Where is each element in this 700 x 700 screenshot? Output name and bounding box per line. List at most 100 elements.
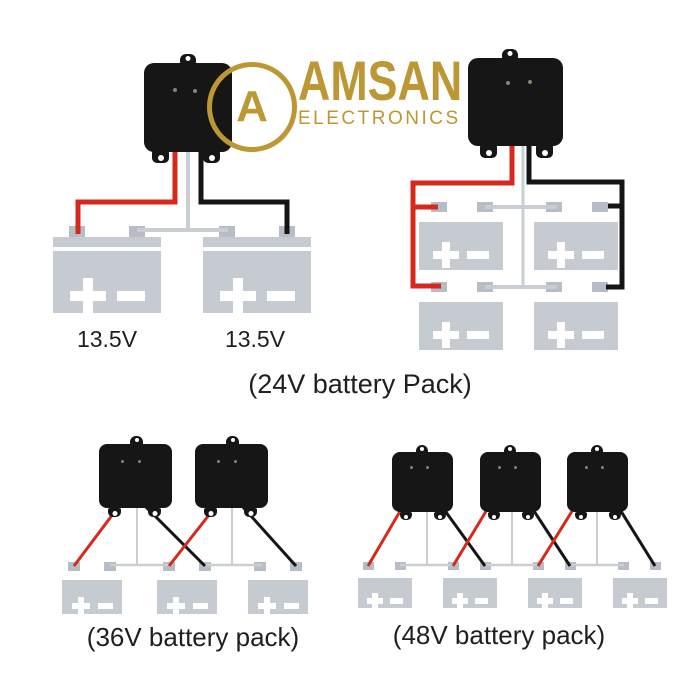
battery-body [248, 580, 308, 614]
led-indicator-icon [506, 81, 510, 85]
battery [534, 202, 618, 270]
screw-hole-icon [248, 511, 253, 516]
mount-foot-icon [536, 145, 553, 158]
screw-hole-icon [420, 447, 424, 451]
minus-symbol [467, 251, 489, 259]
red-wire [366, 507, 404, 567]
mount-tab-icon [591, 445, 603, 453]
mount-foot-icon [152, 151, 169, 163]
mount-foot-icon [244, 508, 257, 517]
screw-hole-icon [208, 155, 215, 161]
equalizer-device [392, 445, 453, 520]
screw-hole-icon [438, 515, 442, 519]
battery-terminal-negative [592, 282, 608, 292]
minus-symbol [390, 598, 403, 604]
black-wire [198, 150, 290, 234]
logo-ring-icon: A [207, 62, 297, 152]
mount-foot-icon [434, 512, 446, 520]
battery-body [443, 578, 497, 608]
battery [419, 282, 503, 350]
led-indicator-icon [138, 460, 141, 463]
mount-tab-icon [180, 54, 196, 64]
led-indicator-icon [585, 466, 588, 469]
screw-hole-icon [541, 150, 548, 156]
brand-name: AMSAN [298, 49, 463, 112]
led-indicator-icon [528, 80, 532, 84]
mount-foot-icon [400, 512, 412, 520]
equalizer-device [480, 445, 541, 520]
mount-foot-icon [108, 508, 121, 517]
mount-foot-icon [203, 151, 220, 163]
battery-cap-band [203, 237, 311, 247]
battery [157, 562, 217, 614]
pack-caption: (36V battery pack) [86, 622, 300, 652]
screw-hole-icon [112, 511, 117, 516]
battery-body [534, 302, 618, 350]
black-wire [526, 146, 625, 290]
battery-body [157, 580, 217, 614]
minus-symbol [117, 291, 145, 301]
battery-terminal-negative [290, 562, 302, 571]
minus-symbol [284, 603, 299, 609]
logo-letter: A [236, 82, 268, 131]
pack-caption: (24V battery Pack) [248, 369, 472, 399]
battery-terminal-positive [68, 562, 80, 571]
led-indicator-icon [173, 88, 177, 92]
battery [613, 562, 667, 608]
battery-body [613, 578, 667, 608]
screw-hole-icon [157, 155, 164, 161]
screw-hole-icon [134, 438, 139, 442]
minus-symbol [645, 598, 658, 604]
battery-terminal-negative [199, 562, 211, 571]
led-indicator-icon [217, 460, 220, 463]
battery [203, 226, 311, 313]
battery-voltage-label: 13.5V [76, 326, 138, 352]
led-indicator-icon [498, 466, 501, 469]
screw-hole-icon [595, 447, 599, 451]
led-indicator-icon [234, 460, 237, 463]
led-indicator-icon [426, 466, 429, 469]
screw-hole-icon [404, 515, 408, 519]
brand-subtitle: ELECTRONICS [298, 108, 461, 129]
red-wire [451, 507, 490, 567]
led-indicator-icon [601, 466, 604, 469]
battery-terminal-positive [163, 562, 175, 571]
mount-foot-icon [609, 512, 621, 520]
led-indicator-icon [410, 466, 413, 469]
black-wire [441, 507, 487, 567]
battery [62, 562, 122, 614]
led-indicator-icon [514, 466, 517, 469]
battery-terminal-positive [254, 562, 266, 571]
minus-symbol [582, 331, 604, 339]
mount-tab-icon [504, 445, 516, 453]
black-wire [617, 507, 657, 567]
equalizer-device [99, 436, 172, 517]
battery-body [419, 302, 503, 350]
battery [248, 562, 308, 614]
pack-caption: (48V battery pack) [392, 620, 606, 650]
battery-terminal-negative [104, 562, 116, 571]
mount-foot-icon [522, 512, 534, 520]
screw-hole-icon [230, 438, 235, 442]
screw-hole-icon [613, 515, 617, 519]
black-wire [530, 507, 572, 567]
battery [419, 202, 503, 270]
screw-hole-icon [579, 515, 583, 519]
red-wire [410, 146, 515, 289]
mount-tab-icon [416, 445, 428, 453]
led-indicator-icon [121, 460, 124, 463]
mount-foot-icon [204, 508, 217, 517]
battery-body [358, 578, 412, 608]
minus-symbol [267, 291, 295, 301]
battery-cap-band [53, 237, 161, 247]
minus-symbol [582, 251, 604, 259]
screw-hole-icon [508, 447, 512, 451]
battery-terminal-negative [650, 562, 661, 570]
minus-symbol [193, 603, 208, 609]
minus-symbol [475, 598, 488, 604]
battery-terminal-positive [431, 202, 447, 212]
battery-terminal-negative [592, 202, 608, 212]
